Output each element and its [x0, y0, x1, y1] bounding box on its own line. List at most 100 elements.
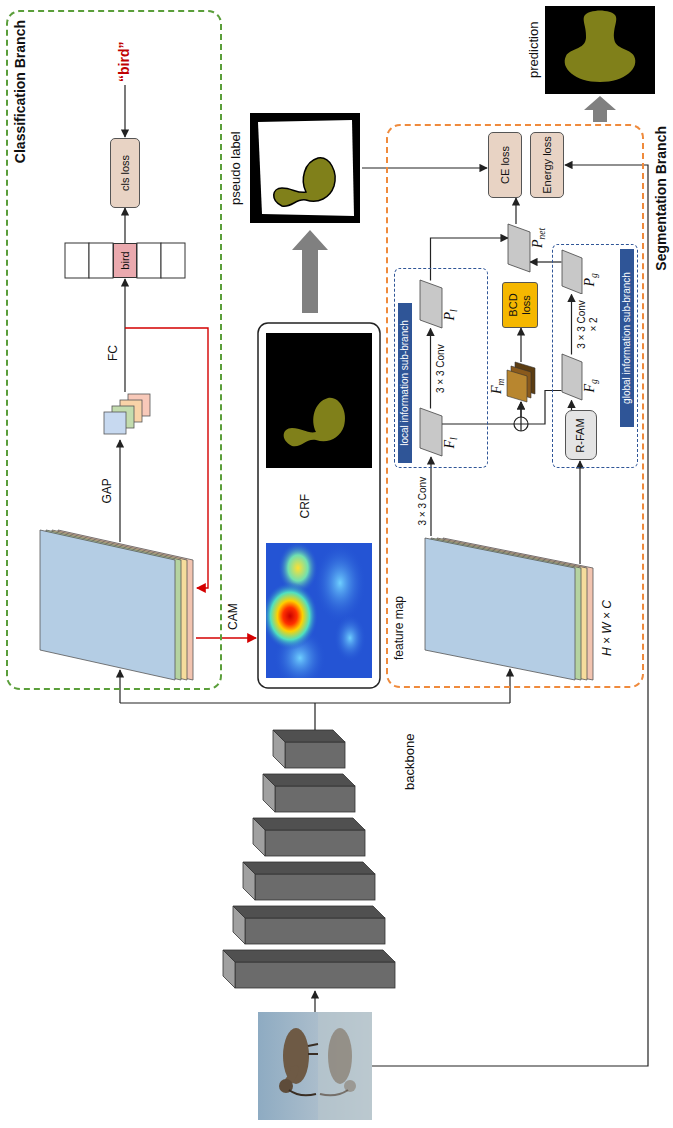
- connector-label: 3 × 3 Conv: [435, 342, 447, 395]
- input-photo: [258, 1012, 372, 1120]
- sub-branch-band: local information sub-branch: [398, 303, 412, 463]
- sub-branch-box: R-FAMFgPgglobal information sub-branch: [552, 244, 638, 468]
- pooled-features: [104, 412, 126, 434]
- text-part: F: [489, 385, 504, 394]
- input-photo: [308, 1044, 318, 1054]
- text-part: F: [442, 440, 457, 449]
- figure-label: CAM: [226, 603, 241, 630]
- cam-heatmap: [266, 582, 318, 650]
- input-photo: [318, 1012, 372, 1120]
- text-part: m: [496, 379, 506, 386]
- flow-line: [124, 85, 125, 137]
- flow-line: [372, 165, 648, 1066]
- flow-line: [362, 167, 487, 168]
- pseudo-label-mask: [250, 113, 360, 223]
- feature-map-shape: [420, 281, 442, 329]
- box-text: Energy loss: [541, 136, 554, 193]
- box-text: R-FAM: [574, 418, 587, 452]
- sum-symbol: [514, 417, 528, 431]
- score-vector: [89, 243, 113, 278]
- figure-label: prediction: [526, 22, 542, 78]
- backbone-network: [285, 742, 345, 768]
- score-vector: [65, 243, 89, 278]
- branch-title: Classification Branch: [12, 20, 28, 163]
- flow-line: [120, 85, 648, 1066]
- backbone-network: [265, 830, 365, 856]
- cam-crf-panel: [258, 323, 380, 688]
- feature-stack: [425, 538, 575, 680]
- feature-map: Fl: [420, 409, 442, 457]
- backbone-network: [223, 950, 395, 962]
- connector-arrow: [124, 208, 125, 243]
- figure-label: 3 × 3 Conv: [416, 477, 429, 526]
- figure-label: CRF: [298, 494, 313, 519]
- input-photo: [320, 1090, 348, 1095]
- feature-map-shape: [562, 251, 582, 295]
- feature-map: Fg: [562, 355, 582, 401]
- feature-map-label: Fl: [443, 437, 461, 448]
- prediction-mask: [545, 6, 655, 94]
- text-part: P: [442, 312, 457, 321]
- connector-layer: [125, 198, 572, 424]
- flow-line: [119, 670, 120, 703]
- feature-map-label: Fm: [490, 379, 508, 394]
- input-photo: [283, 1028, 309, 1084]
- text-part: P: [582, 278, 597, 287]
- figure-label: H × W × C: [600, 600, 615, 656]
- sub-branch-band: global information sub-branch: [620, 249, 634, 427]
- backbone-network: [223, 730, 395, 988]
- branch-title: Segmentation Branch: [653, 126, 669, 271]
- text-part: l: [448, 309, 458, 312]
- connector-arrow: [571, 295, 572, 355]
- input-photo: [288, 1066, 294, 1082]
- cam-crf-panel: [258, 323, 380, 688]
- backbone-network: [263, 774, 355, 786]
- pseudo-label-mask: [274, 158, 335, 206]
- prediction-mask: [565, 11, 636, 83]
- prediction-mask: [545, 6, 655, 94]
- box-text: cls loss: [119, 155, 132, 191]
- backbone-network: [243, 862, 375, 874]
- feature-map-shape: [507, 362, 535, 402]
- score-vector: [137, 243, 161, 278]
- cam-heatmap: [314, 543, 366, 623]
- flow-line: [509, 669, 510, 703]
- flow-line: [579, 461, 580, 564]
- feature-map-shape: [562, 251, 582, 295]
- backbone-network: [233, 906, 385, 918]
- connector-arrow: [431, 238, 509, 281]
- sub-branch-title: global information sub-branch: [620, 272, 634, 404]
- feature-map-label: Pl: [443, 309, 461, 320]
- feature-map-label: Pnet: [531, 228, 549, 248]
- cam-heatmap: [334, 614, 366, 662]
- backbone-network: [255, 874, 375, 900]
- connector-label: 3 × 3 Conv × 2: [576, 295, 600, 355]
- sum-symbol: [514, 417, 528, 431]
- connector-arrow: [430, 329, 431, 409]
- feature-map: Fm: [507, 362, 535, 402]
- feature-map-shape: [562, 355, 582, 401]
- feature-map-shape: [507, 370, 527, 402]
- sub-branch-title: local information sub-branch: [398, 320, 412, 446]
- loss-box: BCD loss: [502, 282, 538, 328]
- loss-box: cls loss: [110, 138, 140, 208]
- box-text: bird: [119, 251, 132, 269]
- feature-map-shape: [420, 281, 442, 329]
- figure-label: GAP: [100, 478, 115, 503]
- backbone-network: [235, 962, 395, 988]
- loss-box: CE loss: [488, 132, 522, 198]
- feature-map-shape: [420, 409, 442, 457]
- text-part: l: [448, 437, 458, 440]
- module-box: R-FAM: [565, 411, 597, 461]
- box-text: BCD loss: [507, 286, 533, 324]
- figure-label: backbone: [402, 734, 418, 790]
- feature-stack: [40, 530, 175, 680]
- feature-map-shape: [420, 409, 442, 457]
- input-photo: [289, 1090, 316, 1095]
- figure-label: pseudo label: [228, 131, 244, 205]
- box-text: CE loss: [499, 146, 512, 184]
- block-arrow: [292, 230, 328, 313]
- feature-map-shape: [562, 355, 582, 401]
